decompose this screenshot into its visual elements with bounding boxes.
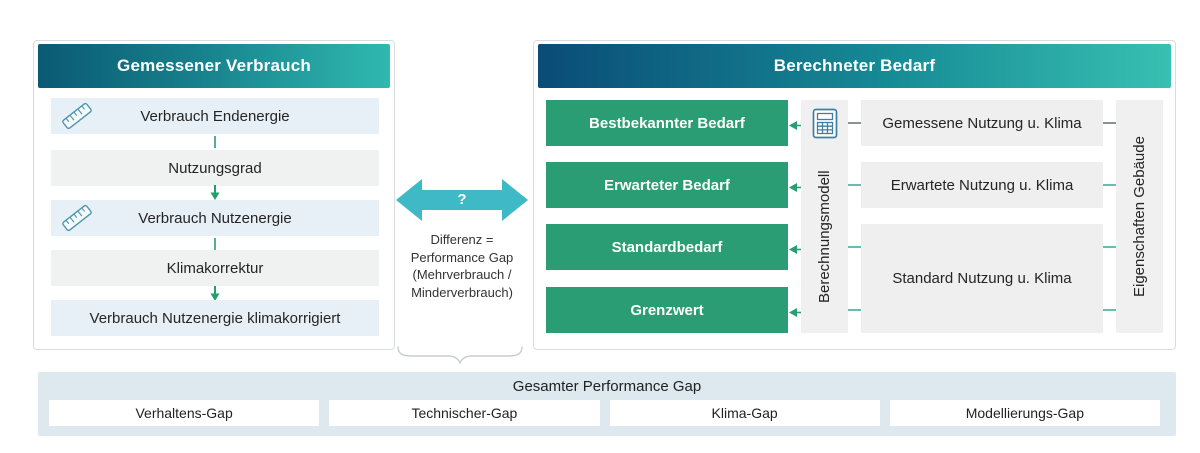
input-box-label: Erwartete Nutzung u. Klima: [890, 176, 1074, 194]
flow-box-verbrauch-klimakorrigiert: Verbrauch Nutzenergie klimakorrigiert: [51, 300, 379, 336]
panel-title: Berechneter Bedarf: [773, 56, 936, 75]
connector-line: [214, 136, 216, 148]
gap-box-klima: Klima-Gap: [609, 400, 880, 426]
building-properties-column: Eigenschaften Gebäude: [1116, 100, 1163, 333]
gap-box-label: Technischer-Gap: [411, 405, 518, 421]
brace-icon: [396, 344, 524, 365]
calculator-icon: [801, 108, 848, 139]
calculated-demand-header: Berechneter Bedarf: [538, 44, 1171, 88]
connector-dash: [1103, 309, 1116, 311]
connector-dash: [848, 246, 861, 248]
flow-box-label: Verbrauch Endenergie: [140, 107, 290, 125]
gap-box-label: Modellierungs-Gap: [965, 405, 1085, 421]
gap-box-modellierungs: Modellierungs-Gap: [889, 400, 1160, 426]
gap-caption: Differenz = Performance Gap (Mehrverbrau…: [388, 231, 536, 301]
input-box-erwartete: Erwartete Nutzung u. Klima: [861, 162, 1103, 208]
demand-box-label: Grenzwert: [630, 301, 704, 319]
connector-dash: [848, 184, 861, 186]
input-box-label: Standard Nutzung u. Klima: [892, 270, 1072, 287]
gap-caption-line: Performance Gap: [410, 249, 514, 265]
connector-dash: [848, 309, 861, 311]
flow-box-label: Verbrauch Nutzenergie klimakorrigiert: [89, 309, 341, 327]
calculation-model-column: Berechnungsmodell: [801, 100, 848, 333]
input-box-label: Gemessene Nutzung u. Klima: [882, 114, 1082, 132]
input-box-gemessene: Gemessene Nutzung u. Klima: [861, 100, 1103, 146]
connector-dash: [1103, 122, 1116, 124]
ruler-icon: [59, 101, 95, 135]
gap-box-label: Verhaltens-Gap: [135, 405, 233, 421]
gap-box-label: Klima-Gap: [711, 405, 778, 421]
flow-box-klimakorrektur: Klimakorrektur: [51, 250, 379, 286]
measured-consumption-header: Gemessener Verbrauch: [38, 44, 390, 88]
performance-gap-bar-title: Gesamter Performance Gap: [512, 378, 702, 395]
ruler-icon: [59, 203, 95, 237]
double-arrow-icon: ?: [396, 178, 528, 222]
connector-dash: [1103, 246, 1116, 248]
demand-box-erwarteter: Erwarteter Bedarf: [546, 162, 788, 208]
question-mark-label: ?: [457, 190, 467, 208]
flow-box-label: Klimakorrektur: [166, 259, 264, 277]
input-box-standard: Standard Nutzung u. Klima: [861, 224, 1103, 333]
flow-box-label: Nutzungsgrad: [168, 159, 262, 177]
panel-title: Gemessener Verbrauch: [117, 56, 311, 75]
flow-box-nutzungsgrad: Nutzungsgrad: [51, 150, 379, 186]
demand-box-standard: Standardbedarf: [546, 224, 788, 270]
connector-line: [214, 238, 216, 250]
calculated-demand-panel: Berechneter Bedarf Bestbekannter Bedarf …: [533, 40, 1176, 350]
gap-box-row: Verhaltens-Gap Technischer-Gap Klima-Gap…: [49, 400, 1160, 426]
demand-box-grenzwert: Grenzwert: [546, 287, 788, 333]
gap-caption-line: Minderverbrauch): [411, 284, 513, 300]
demand-box-label: Standardbedarf: [611, 238, 723, 256]
performance-gap-bar: Gesamter Performance Gap Verhaltens-Gap …: [38, 372, 1176, 436]
down-arrow-icon: [209, 185, 221, 205]
gap-caption-line: Differenz =: [430, 232, 494, 247]
measured-consumption-panel: Gemessener Verbrauch Verbrauch Endenergi…: [33, 40, 395, 350]
demand-box-bestbekannter: Bestbekannter Bedarf: [546, 100, 788, 146]
building-column-label: Eigenschaften Gebäude: [1131, 136, 1148, 297]
down-arrow-icon: [209, 286, 221, 306]
gap-box-verhaltens: Verhaltens-Gap: [49, 400, 320, 426]
gap-box-technischer: Technischer-Gap: [329, 400, 600, 426]
flow-box-verbrauch-endenergie: Verbrauch Endenergie: [51, 98, 379, 134]
demand-box-label: Erwarteter Bedarf: [604, 176, 730, 194]
gap-caption-line: (Mehrverbrauch /: [412, 267, 512, 282]
flow-box-label: Verbrauch Nutzenergie: [138, 209, 292, 227]
model-column-label: Berechnungsmodell: [816, 170, 833, 304]
flow-box-verbrauch-nutzenergie: Verbrauch Nutzenergie: [51, 200, 379, 236]
connector-dash: [848, 122, 861, 124]
demand-box-label: Bestbekannter Bedarf: [589, 114, 745, 132]
connector-dash: [1103, 184, 1116, 186]
